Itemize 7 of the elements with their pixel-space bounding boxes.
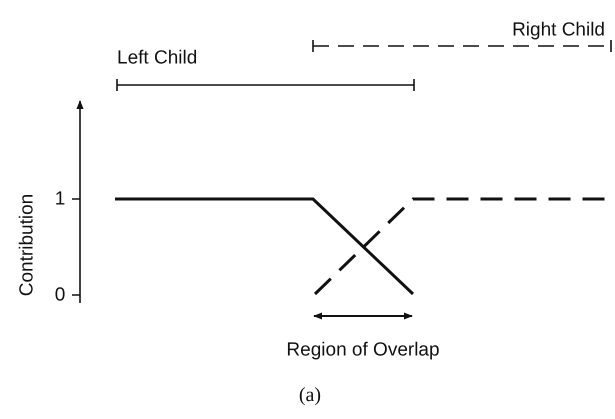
dimension-label: Region of Overlap (286, 340, 440, 360)
tick-label: 1 (54, 190, 66, 208)
tick-label: 0 (54, 286, 66, 304)
range-label: Left Child (117, 48, 198, 68)
caption: (a) (298, 385, 322, 405)
axis-title: Contribution (18, 194, 36, 296)
range-label: Right Child (512, 20, 605, 40)
